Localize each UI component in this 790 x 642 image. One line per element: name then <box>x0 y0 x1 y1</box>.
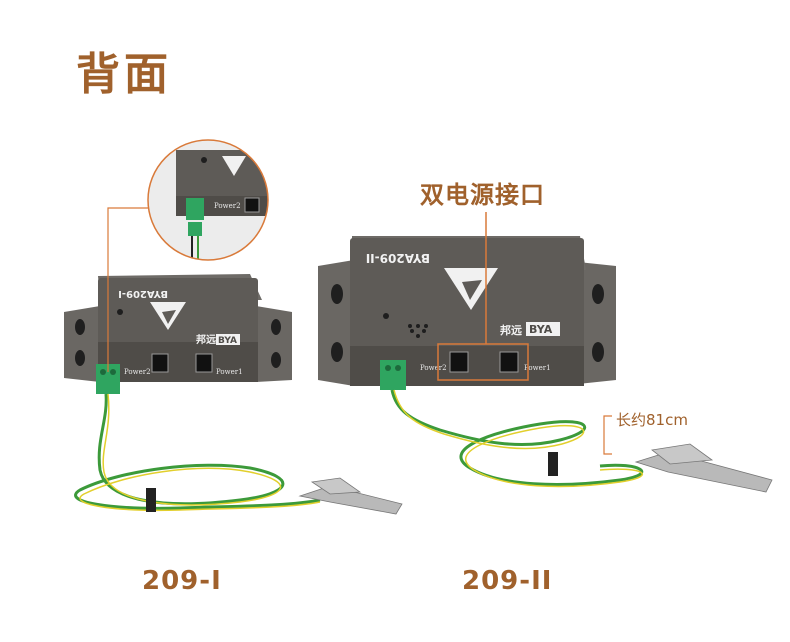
model-label-209-ii: 209-II <box>462 566 553 596</box>
brand-badge <box>526 322 560 336</box>
product-code-text: BYA209-I <box>118 288 168 299</box>
ground-cable-1 <box>74 393 321 512</box>
mount-hole <box>592 284 604 304</box>
screw-hole <box>383 313 389 319</box>
power1-port <box>499 351 519 373</box>
power2-label: Power2 <box>124 368 151 376</box>
terminal-block <box>380 360 406 390</box>
device-209-i: BYA209-I 邦远 BYA Power2 Power1 <box>64 274 292 394</box>
power1-label: Power1 <box>216 368 243 376</box>
mount-hole <box>331 284 343 304</box>
cable-tie <box>548 452 558 476</box>
ground-cable-2 <box>390 389 644 488</box>
mount-flange-left <box>64 306 100 382</box>
zoom-inset-border <box>147 139 269 261</box>
mount-hole <box>75 350 85 366</box>
brand-badge <box>216 334 240 345</box>
svg-text:Power2: Power2 <box>214 202 241 210</box>
cable-tie <box>146 488 156 512</box>
power2-port <box>449 351 469 373</box>
device-209-ii: BYA209-II 邦远 BYA Power2 Power1 <box>318 236 616 390</box>
mount-flange-right <box>578 262 616 384</box>
speaker-grille <box>408 324 428 338</box>
alligator-clip-2 <box>634 443 773 493</box>
dual-power-callout <box>437 212 529 381</box>
alligator-clip-1 <box>298 477 403 515</box>
mount-flange-left <box>318 260 354 386</box>
product-code-text: BYA209-II <box>366 251 430 265</box>
power2-label: Power2 <box>420 364 447 372</box>
device-front-panel <box>98 342 258 382</box>
zoom-inset: Power2 <box>107 139 269 372</box>
mount-hole <box>271 352 281 368</box>
power2-port <box>151 353 169 373</box>
brand-text: BYA <box>218 336 237 346</box>
brand-cn-text: 邦远 <box>500 323 522 337</box>
mount-hole <box>75 319 85 335</box>
length-bracket <box>603 415 612 455</box>
screw-hole <box>117 309 123 315</box>
brand-text: BYA <box>529 323 553 336</box>
model-label-209-i: 209-I <box>142 566 222 596</box>
power1-label: Power1 <box>524 364 551 372</box>
dual-power-label: 双电源接口 <box>420 181 545 209</box>
zoom-connector-line <box>107 207 148 372</box>
mount-flange-right <box>256 306 292 382</box>
mount-hole <box>271 319 281 335</box>
mount-hole <box>592 342 604 362</box>
mount-hole <box>331 342 343 362</box>
length-label: 长约81cm <box>616 411 688 429</box>
page-title: 背面 <box>76 49 172 100</box>
power1-port <box>195 353 213 373</box>
brand-cn-text: 邦远 <box>196 333 216 346</box>
